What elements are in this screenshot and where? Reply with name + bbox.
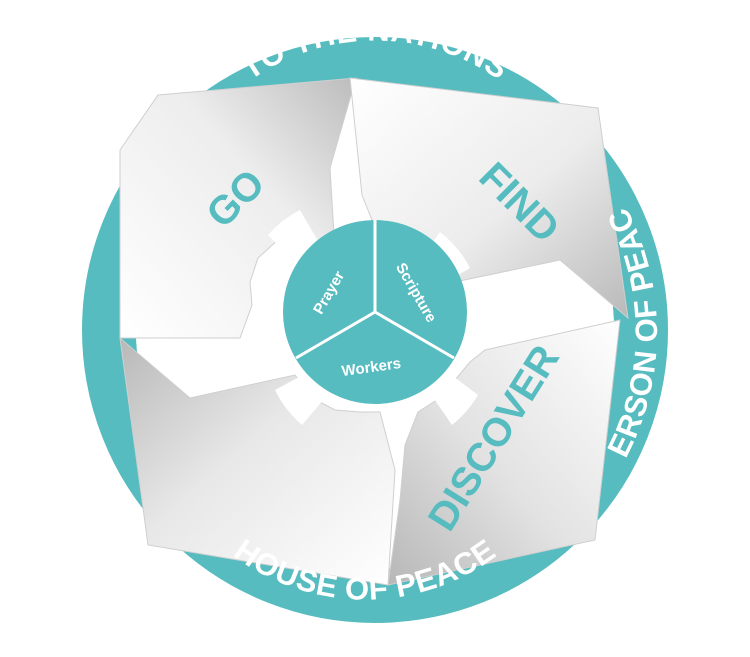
outer-ring [82,37,668,623]
discover-arrow [387,319,621,586]
hub-divider-left [295,310,376,360]
house-notch [275,370,330,425]
hub-divider-right [374,310,455,360]
discover-notch [428,370,478,425]
